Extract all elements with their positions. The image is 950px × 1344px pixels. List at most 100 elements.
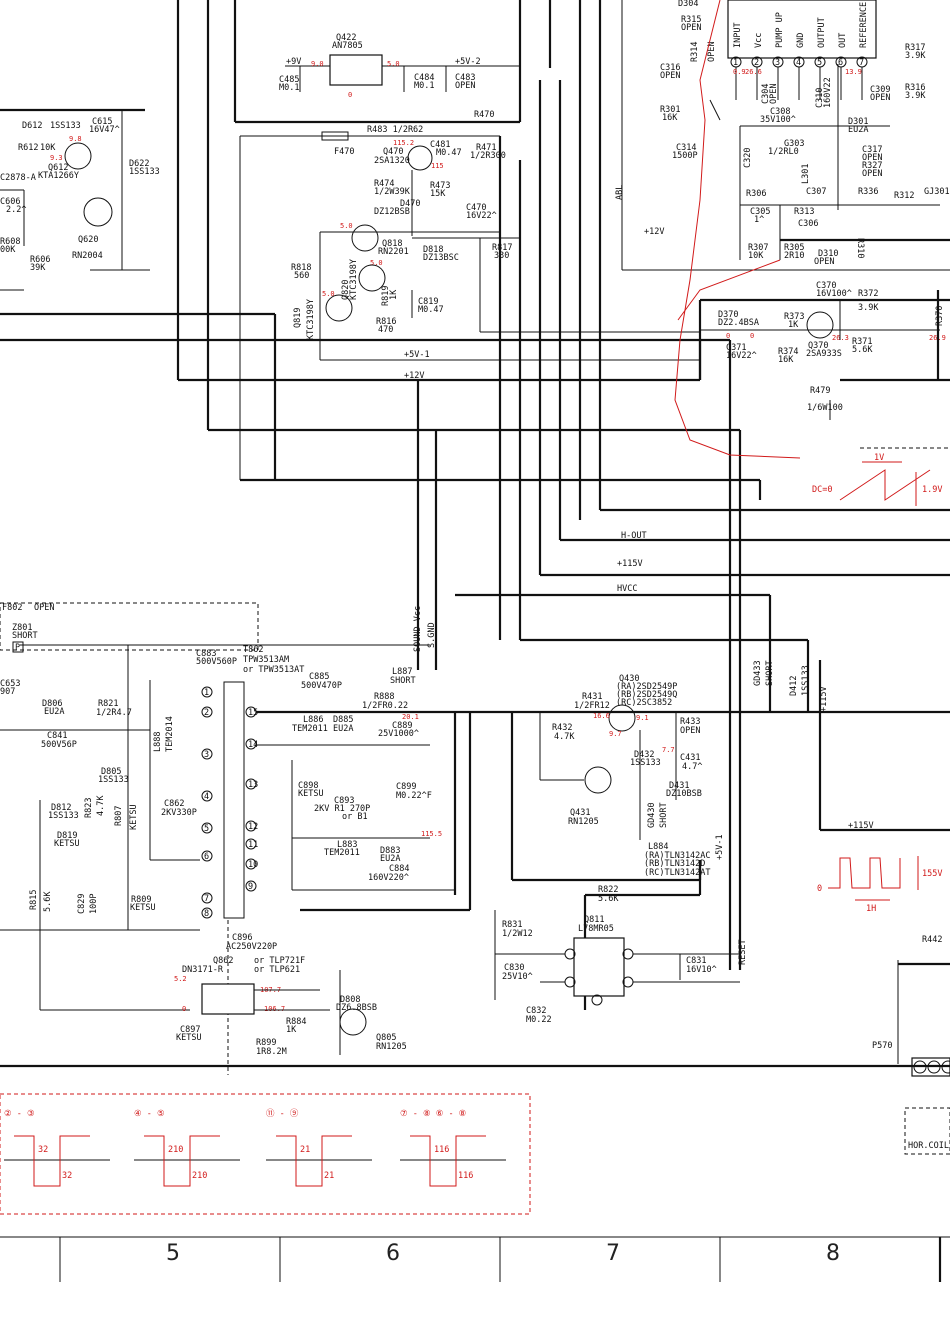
r316-value: 3.9K [905,91,926,101]
q818-transistor [351,224,379,252]
c896-label: C896 [232,933,252,943]
r819-value: 1K [389,289,399,300]
transformer-pin [245,778,257,790]
ic-pin-number: 7 [859,58,864,68]
volt-115-5: 115.5 [421,830,442,838]
volt-5-2: 5.2 [174,975,187,983]
c830-value: 25V10^ [502,972,533,982]
r372-value: 3.9K [858,303,879,313]
c2878-label: C2878-A [0,173,36,183]
wave-155v: 155V [922,869,942,879]
c484-label: C484 [414,73,434,83]
c862-label: C862 [164,799,184,809]
q862-value: DN3171-R [182,965,224,975]
r822-value: 5.6K [598,894,619,904]
r301-label: R301 [660,105,680,115]
r612-label: R612 [18,143,38,153]
q612-transistor [64,142,92,170]
l884-value2: (RB)TLN3142D [644,859,705,869]
c819-value: M0.47 [418,305,444,315]
waveform-label: ② - ③ [4,1109,35,1119]
c615-label: C615 [92,117,112,127]
q370-transistor [806,311,834,339]
volt-9-7: 9.7 [609,730,622,738]
wave-1h: 1H [866,904,876,914]
r809-label: R809 [131,895,151,905]
optocoupler-section: Q862 DN3171-R or TLP721F or TLP621 5.2 0… [174,712,472,1057]
r807-label: R807 [114,806,124,826]
transformer-pin [245,738,257,750]
c884-label: C884 [389,864,409,874]
waveform-label: ⑪ - ⑨ [266,1109,299,1119]
r306-label: R306 [746,189,766,199]
c309-label: C309 [870,85,890,95]
c483-label: C483 [455,73,475,83]
plus12v-a: +12V [404,371,424,381]
z801-label: Z801 [12,623,32,633]
transformer-pin-number: 6 [204,852,209,862]
r307-value: 10K [748,251,764,261]
r305-label: R305 [784,243,804,253]
volt-5-0b: 5.0 [340,222,353,230]
r608-value: 00K [0,245,16,255]
plus115v-a: +115V [617,559,643,569]
c305-label: C305 [750,207,770,217]
r432-label: R432 [552,723,572,733]
transformer-pin-number: 7 [204,894,209,904]
c317-label: C317 [862,145,882,155]
r819-label: R819 [381,286,391,306]
c883-value: 500V560P [196,657,237,667]
c606-value: 2.2^ [6,205,26,215]
bus-lines: H-OUT +115V HVCC +12V +115V +115V +5V-1 … [0,0,950,970]
r818-value: 560 [294,271,309,281]
c653-label: C653 [0,679,20,689]
d412-label: D412 [789,676,799,696]
volt-9-1: 9.1 [636,714,649,722]
plus115v-c: +115V [848,821,874,831]
waveform-annotations: 1V 1.9V DC=0 155V 1H 0 R442 P570 HOR.COI… [812,453,950,1155]
q431-transistor [584,766,612,794]
transformer-pin-number: 3 [204,750,209,760]
d310-value: OPEN [814,257,834,267]
c615-value: 16V47^ [89,125,120,135]
l884-value3: (RC)TLN3142AT [644,868,711,878]
q862-label: Q862 [213,956,233,966]
plus5v2-label: +5V-2 [455,57,481,67]
d885-label: D885 [333,715,353,725]
r314-value: OPEN [707,42,717,62]
c314-value: 1500P [672,151,698,161]
hor-coil-label: HOR.COIL [908,1141,949,1151]
volt-115-2: 115.2 [393,139,414,147]
transformer-pin [201,892,213,904]
transformer-pin [245,880,257,892]
gd433-label: GD433 [753,660,763,686]
l888-label: L888 [153,732,163,752]
r473-value: 15K [430,189,446,199]
rn2004-label: RN2004 [72,251,103,261]
ic-pin-number: 6 [838,58,843,68]
q620-transistor [83,197,113,227]
an7805-label: AN7805 [332,41,363,51]
plus115v-b: +115V [819,686,829,712]
r606-value: 39K [30,263,46,273]
r433-value: OPEN [680,726,700,736]
r371-value: 5.6K [852,345,873,355]
transformer-pin-number: 1 [204,688,209,698]
c884-value: 160V220^ [368,873,409,883]
reset-label: RESET [738,939,748,965]
t862-value: TPW3513AM [243,655,289,665]
d808-value: DZ6.8BSB [336,1003,377,1013]
c889-label: C889 [392,721,412,731]
r370-label: R370 [935,306,945,326]
ic-pin-number: 3 [775,58,780,68]
c885-label: C885 [309,672,329,682]
waveform-bottom-value: 21 [324,1171,334,1181]
d818-label: D818 [423,245,443,255]
s-gnd-label: S.GND [427,622,437,648]
volt-0c: 0 [750,332,754,340]
d812-value: 1SS133 [48,811,79,821]
d412-value: 1SS133 [801,665,811,696]
transformer-pin-number: 14 [248,740,258,750]
volt-0b: 0 [726,332,730,340]
